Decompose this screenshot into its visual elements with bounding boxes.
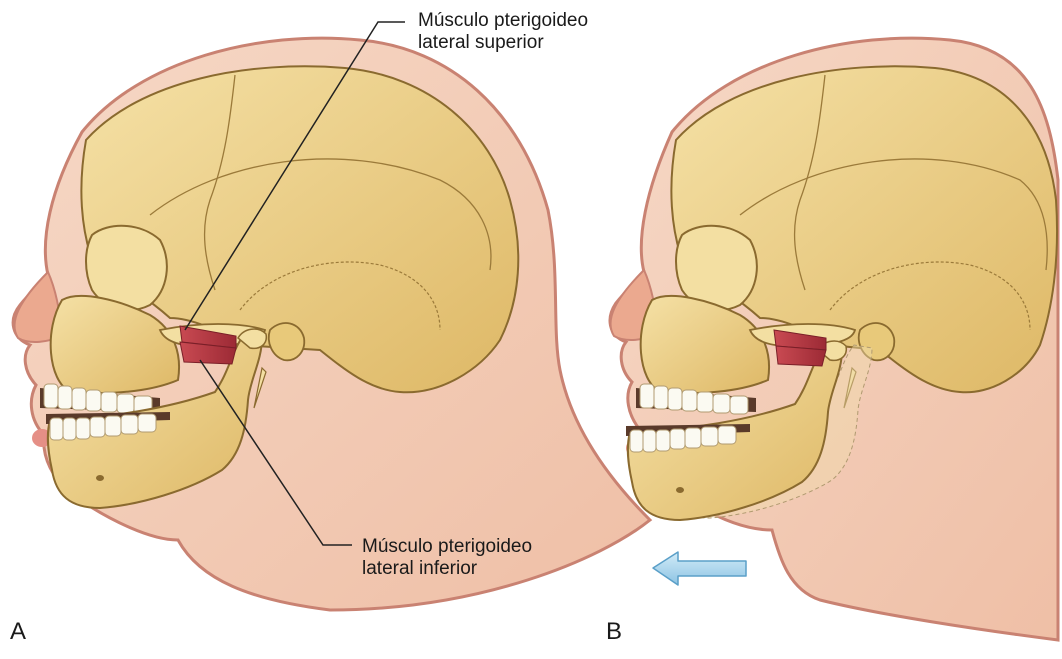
inferior-pterygoid-b bbox=[776, 346, 826, 366]
label-superior-line2: lateral superior bbox=[418, 32, 588, 54]
head-a bbox=[13, 22, 650, 610]
label-superior-pterygoid: Músculo pterigoideo lateral superior bbox=[418, 10, 588, 54]
left-arrow-icon bbox=[653, 552, 746, 585]
head-b bbox=[610, 38, 1058, 640]
panel-label-b: B bbox=[606, 618, 622, 646]
label-inferior-line1: Músculo pterigoideo bbox=[362, 536, 532, 558]
panel-label-a: A bbox=[10, 618, 26, 646]
label-superior-line1: Músculo pterigoideo bbox=[418, 10, 588, 32]
mental-foramen-a bbox=[96, 475, 104, 481]
mental-foramen-b bbox=[676, 487, 684, 493]
label-inferior-pterygoid: Músculo pterigoideo lateral inferior bbox=[362, 536, 532, 580]
label-inferior-line2: lateral inferior bbox=[362, 558, 532, 580]
